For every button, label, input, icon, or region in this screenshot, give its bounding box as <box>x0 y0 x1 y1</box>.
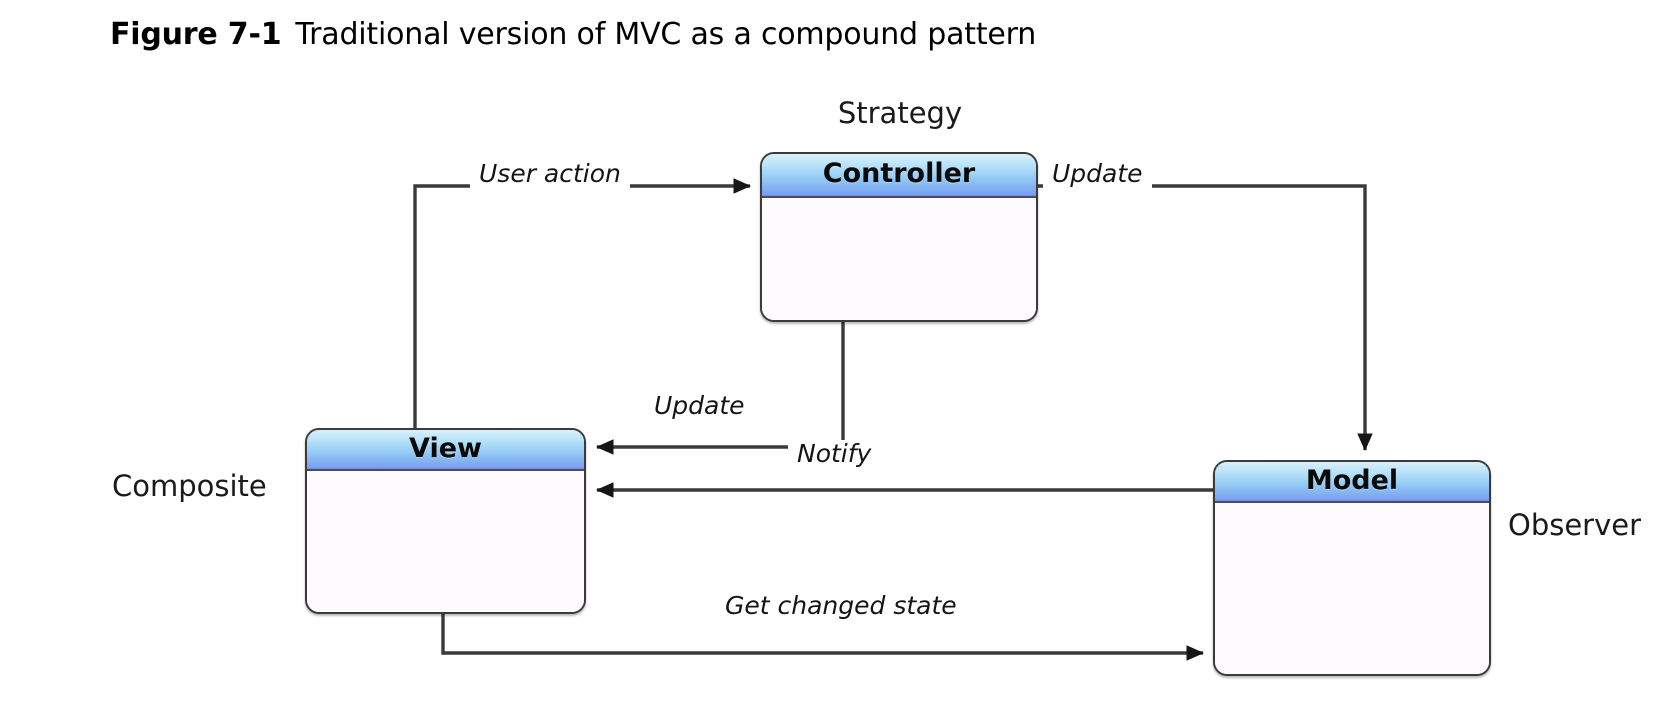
edge-label-update-controller-view: Update <box>645 392 754 420</box>
figure-number: Figure 7-1 <box>110 17 282 52</box>
edge-label-user-action: User action <box>470 160 630 188</box>
view-box[interactable]: View <box>305 428 586 614</box>
view-box-body <box>307 471 584 612</box>
edge-label-get-changed-state: Get changed state <box>716 592 966 620</box>
edge-user-action-path <box>413 178 752 428</box>
edge-label-update-controller-model: Update <box>1043 160 1152 188</box>
view-box-title: View <box>307 430 584 471</box>
edge-label-notify: Notify <box>788 440 881 468</box>
model-box[interactable]: Model <box>1213 460 1491 676</box>
edge-get-state-path <box>441 614 1205 661</box>
model-box-body <box>1215 503 1489 674</box>
controller-box-body <box>762 198 1036 320</box>
pattern-label-composite: Composite <box>112 469 267 503</box>
model-box-title: Model <box>1215 462 1489 503</box>
figure-title: Traditional version of MVC as a compound… <box>295 17 1037 52</box>
edge-update-right-path <box>1038 184 1373 452</box>
pattern-label-strategy: Strategy <box>837 96 963 130</box>
pattern-label-observer: Observer <box>1508 508 1642 542</box>
figure-caption: Figure 7-1 Traditional version of MVC as … <box>110 16 1036 54</box>
edge-update-view-path <box>595 322 845 455</box>
controller-box-title: Controller <box>762 154 1036 198</box>
controller-box[interactable]: Controller <box>760 152 1038 322</box>
